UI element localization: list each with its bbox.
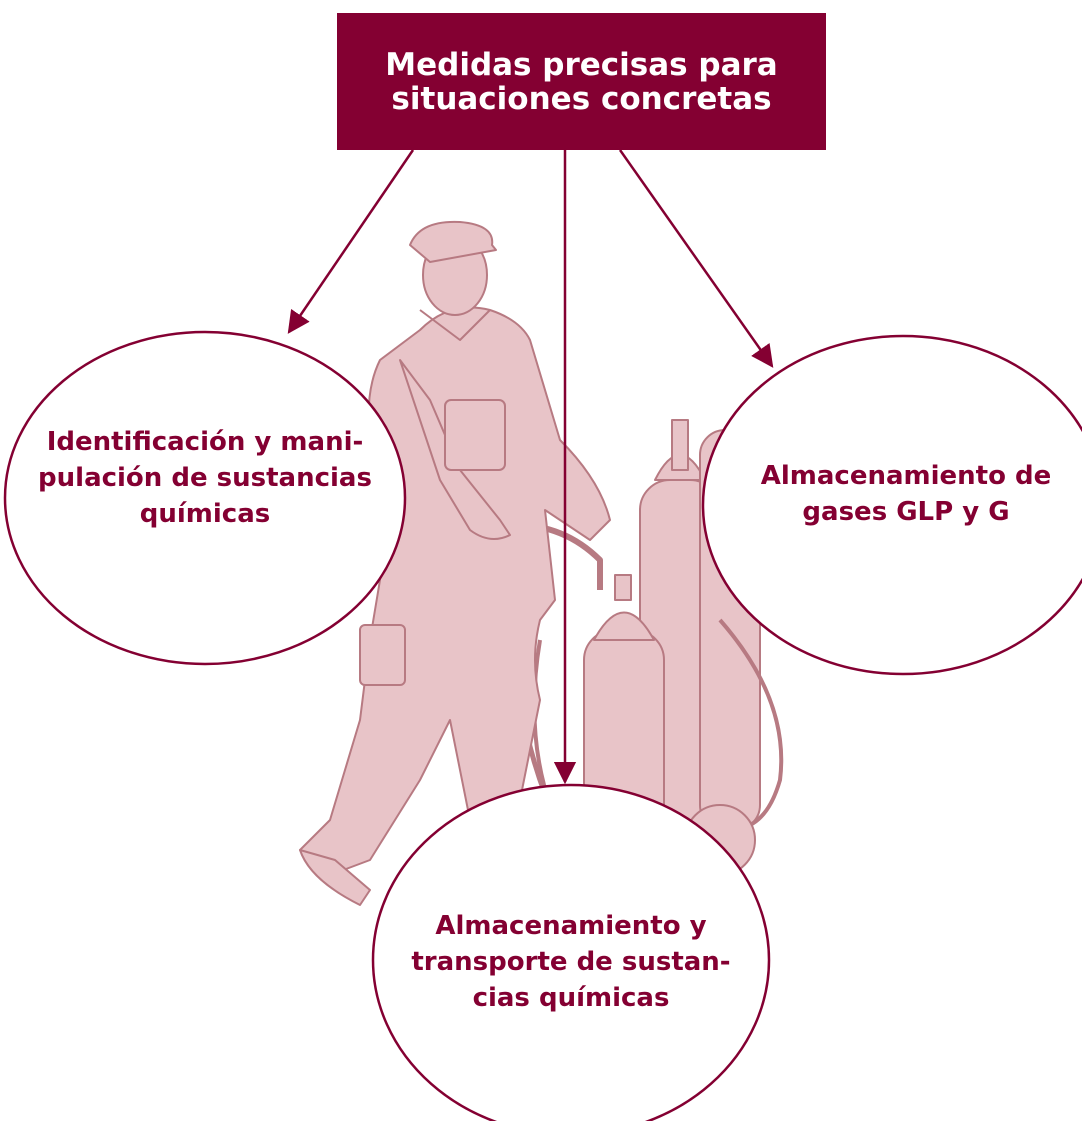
node-left-circle	[3, 330, 407, 666]
collar	[419, 309, 491, 341]
arrow-to-right-node	[618, 149, 774, 368]
header-box: Medidas precisas para situaciones concre…	[337, 13, 826, 150]
node-right-line-2: gases GLP y G	[802, 497, 1010, 527]
arrow-to-left-node	[287, 149, 415, 334]
node-right-circle	[701, 334, 1082, 676]
node-left-line-1: Identificación y mani-	[46, 427, 364, 457]
worker-arm	[399, 359, 511, 540]
bib-pocket	[444, 399, 506, 471]
node-bottom-line-2: transporte de sustan-	[411, 947, 731, 977]
header-line-2: situaciones concretas	[391, 80, 772, 117]
node-right-label: Almacenamiento de gases GLP y G	[740, 458, 1072, 530]
header-line-1: Medidas precisas para	[385, 46, 778, 83]
node-bottom-label: Almacenamiento y transporte de sustan- c…	[396, 908, 746, 1016]
front-cylinder-top	[593, 611, 655, 641]
node-bottom-circle	[371, 783, 771, 1121]
node-left-label: Identificación y mani- pulación de susta…	[15, 424, 395, 532]
front-cylinder-valve	[614, 574, 632, 601]
worker-cap	[409, 220, 497, 263]
node-right-line-1: Almacenamiento de	[760, 461, 1052, 491]
node-left-line-3: químicas	[139, 499, 271, 529]
node-bottom-line-1: Almacenamiento y	[435, 911, 707, 941]
tall-cylinder-valve	[671, 419, 689, 471]
node-left-line-2: pulación de sustancias	[38, 463, 372, 493]
leg-pocket	[359, 624, 406, 686]
node-bottom-line-3: cias químicas	[472, 983, 670, 1013]
left-boot	[299, 849, 371, 906]
